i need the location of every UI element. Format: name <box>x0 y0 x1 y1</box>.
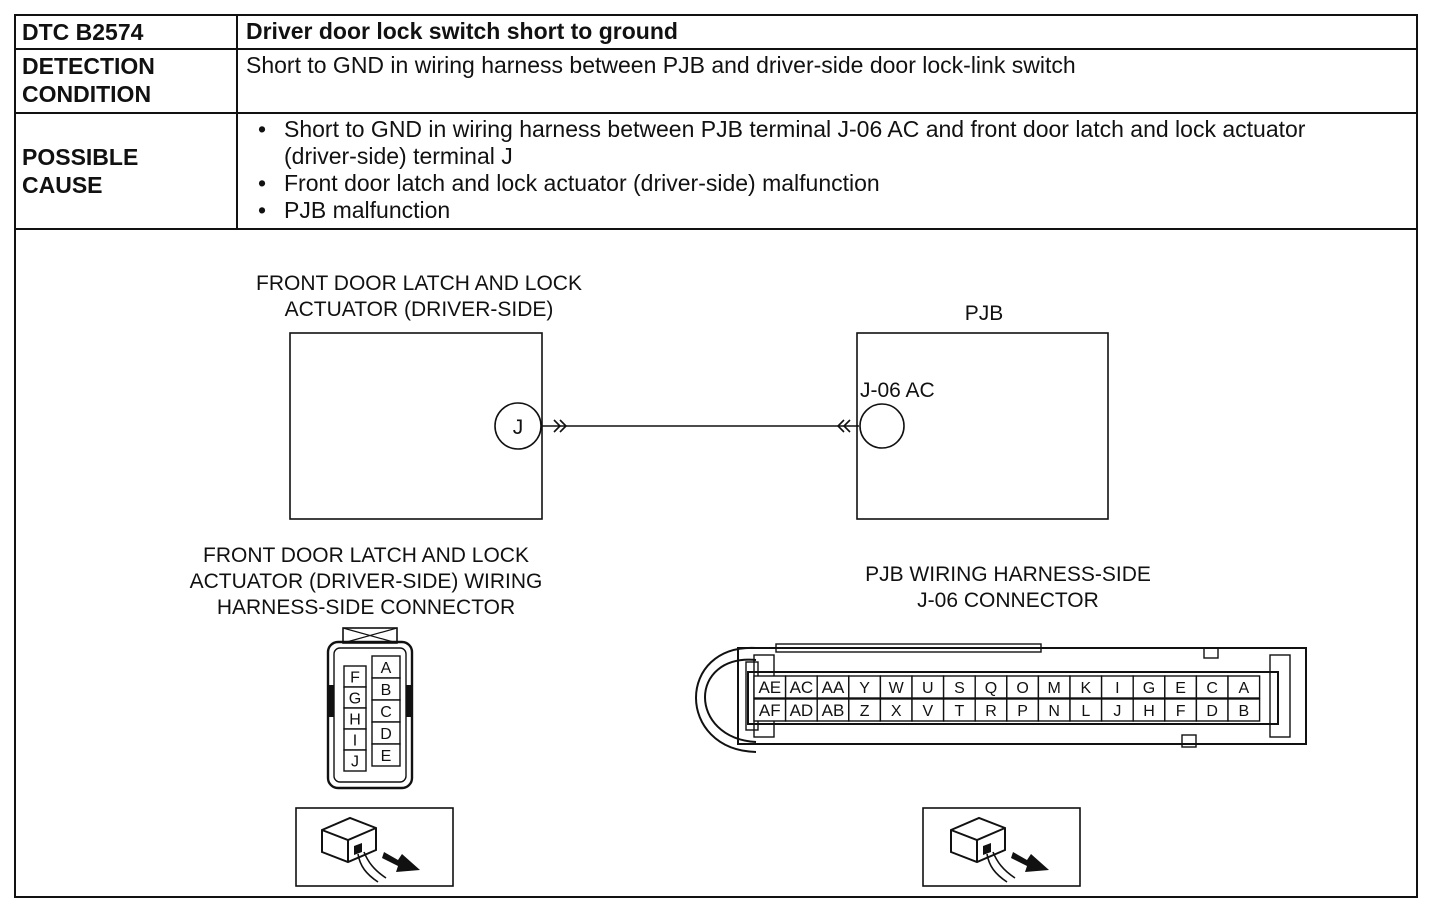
actuator-probe-icon <box>295 807 454 887</box>
pjb-conn-title-line1: PJB WIRING HARNESS-SIDE <box>865 563 1151 586</box>
dtc-title: Driver door lock switch short to ground <box>246 18 678 44</box>
pjb-pin-b: B <box>1238 703 1249 720</box>
pjb-pin-b-cell <box>1227 698 1261 722</box>
actuator-conn-title-line1: FRONT DOOR LATCH AND LOCK <box>203 544 529 567</box>
detection-label-line2: CONDITION <box>22 81 152 107</box>
pjb-pin-q: Q <box>985 680 997 697</box>
pjb-terminal-circle <box>859 403 905 449</box>
pjb-pin-aa: AA <box>822 678 845 697</box>
pjb-pin-x: X <box>891 703 902 720</box>
cause-label-line2: CAUSE <box>22 172 103 198</box>
pjb-pin-n: N <box>1048 703 1060 720</box>
cause-item-1-line1: Short to GND in wiring harness between P… <box>284 116 1306 142</box>
pjb-pin-y: Y <box>859 680 870 697</box>
pjb-pin-j: J <box>1113 703 1121 720</box>
detection-row: DETECTION CONDITION Short to GND in wiri… <box>16 50 1416 114</box>
actuator-pin-j: J <box>351 754 359 771</box>
cause-item-2: Front door latch and lock actuator (driv… <box>246 170 1408 197</box>
actuator-latch <box>342 627 398 644</box>
pjb-pin-f: F <box>1176 703 1186 720</box>
pjb-lock-arm <box>704 658 757 743</box>
pjb-pin-a-cell <box>1227 675 1261 699</box>
actuator-title-line1: FRONT DOOR LATCH AND LOCK <box>256 272 582 295</box>
cause-label-line1: POSSIBLE <box>22 144 139 170</box>
pjb-pin-ab: AB <box>822 701 845 720</box>
pjb-pin-m: M <box>1048 680 1061 697</box>
actuator-pin-b: B <box>381 682 392 699</box>
pjb-pin-ac: AC <box>790 678 814 697</box>
pjb-probe-icon <box>922 807 1081 887</box>
pjb-pin-e: E <box>1175 680 1186 697</box>
pjb-pin-u: U <box>922 680 934 697</box>
cause-item-1-line2: (driver-side) terminal J <box>284 143 513 169</box>
detection-label: DETECTION CONDITION <box>16 50 238 112</box>
pjb-pin-s: S <box>954 680 965 697</box>
cause-item-1: Short to GND in wiring harness between P… <box>246 116 1408 170</box>
pjb-pin-i: I <box>1115 680 1119 697</box>
actuator-pin-d: D <box>380 726 392 743</box>
pjb-pin-ad: AD <box>790 701 814 720</box>
dtc-sheet: DTC B2574 Driver door lock switch short … <box>14 14 1418 898</box>
pjb-pin-af: AF <box>759 701 781 720</box>
harness-wire <box>542 419 859 433</box>
wiring-diagram-svg: FRONT DOOR LATCH AND LOCK ACTUATOR (DRIV… <box>190 272 1307 887</box>
pjb-pin-z: Z <box>860 703 870 720</box>
pjb-pin-v: V <box>922 703 933 720</box>
cause-row: POSSIBLE CAUSE Short to GND in wiring ha… <box>16 114 1416 230</box>
dtc-row: DTC B2574 Driver door lock switch short … <box>16 16 1416 50</box>
actuator-pin-a: A <box>381 660 392 677</box>
pjb-pin-k: K <box>1080 680 1091 697</box>
pjb-pin-l: L <box>1081 703 1090 720</box>
pjb-pin-a: A <box>1238 680 1249 697</box>
pjb-pin-d: D <box>1206 703 1218 720</box>
cause-list-container: Short to GND in wiring harness between P… <box>238 114 1416 228</box>
actuator-pin-j-cell <box>343 749 367 772</box>
pjb-pin-o: O <box>1016 680 1028 697</box>
actuator-pin-h: H <box>349 712 361 729</box>
actuator-conn-title-line3: HARNESS-SIDE CONNECTOR <box>217 596 515 619</box>
pjb-title: PJB <box>965 302 1004 325</box>
pjb-pin-c: C <box>1206 680 1218 697</box>
pjb-pin-r: R <box>985 703 997 720</box>
dtc-code: DTC B2574 <box>16 16 238 48</box>
cause-list: Short to GND in wiring harness between P… <box>246 116 1408 224</box>
actuator-pin-f: F <box>350 670 360 687</box>
detection-text: Short to GND in wiring harness between P… <box>246 52 1076 78</box>
pjb-pin-ae: AE <box>758 678 781 697</box>
actuator-conn-title-line2: ACTUATOR (DRIVER-SIDE) WIRING <box>190 570 543 593</box>
pjb-pin-h: H <box>1143 703 1155 720</box>
pjb-conn-title-line2: J-06 CONNECTOR <box>917 589 1099 612</box>
actuator-terminal-label: J <box>513 416 524 439</box>
cause-label: POSSIBLE CAUSE <box>16 114 238 228</box>
pjb-pin-p: P <box>1017 703 1028 720</box>
wiring-diagram: FRONT DOOR LATCH AND LOCK ACTUATOR (DRIV… <box>16 230 1416 896</box>
pjb-pin-g: G <box>1143 680 1155 697</box>
actuator-pin-g: G <box>349 691 361 708</box>
actuator-title-line2: ACTUATOR (DRIVER-SIDE) <box>285 298 554 321</box>
actuator-terminal-circle <box>494 402 542 450</box>
pjb-pins-bottom: AF AD AB Z X V T R P N L J H F D B <box>753 698 1261 722</box>
detection-label-line1: DETECTION <box>22 53 155 79</box>
pjb-terminal-label: J-06 AC <box>860 379 935 402</box>
actuator-pin-e-cell <box>371 743 401 767</box>
actuator-pin-i: I <box>353 733 357 750</box>
cause-item-3: PJB malfunction <box>246 197 1408 224</box>
pjb-pin-t: T <box>955 703 965 720</box>
pjb-pin-w: W <box>889 680 905 697</box>
actuator-pin-e: E <box>381 748 392 765</box>
actuator-pin-c: C <box>380 704 392 721</box>
